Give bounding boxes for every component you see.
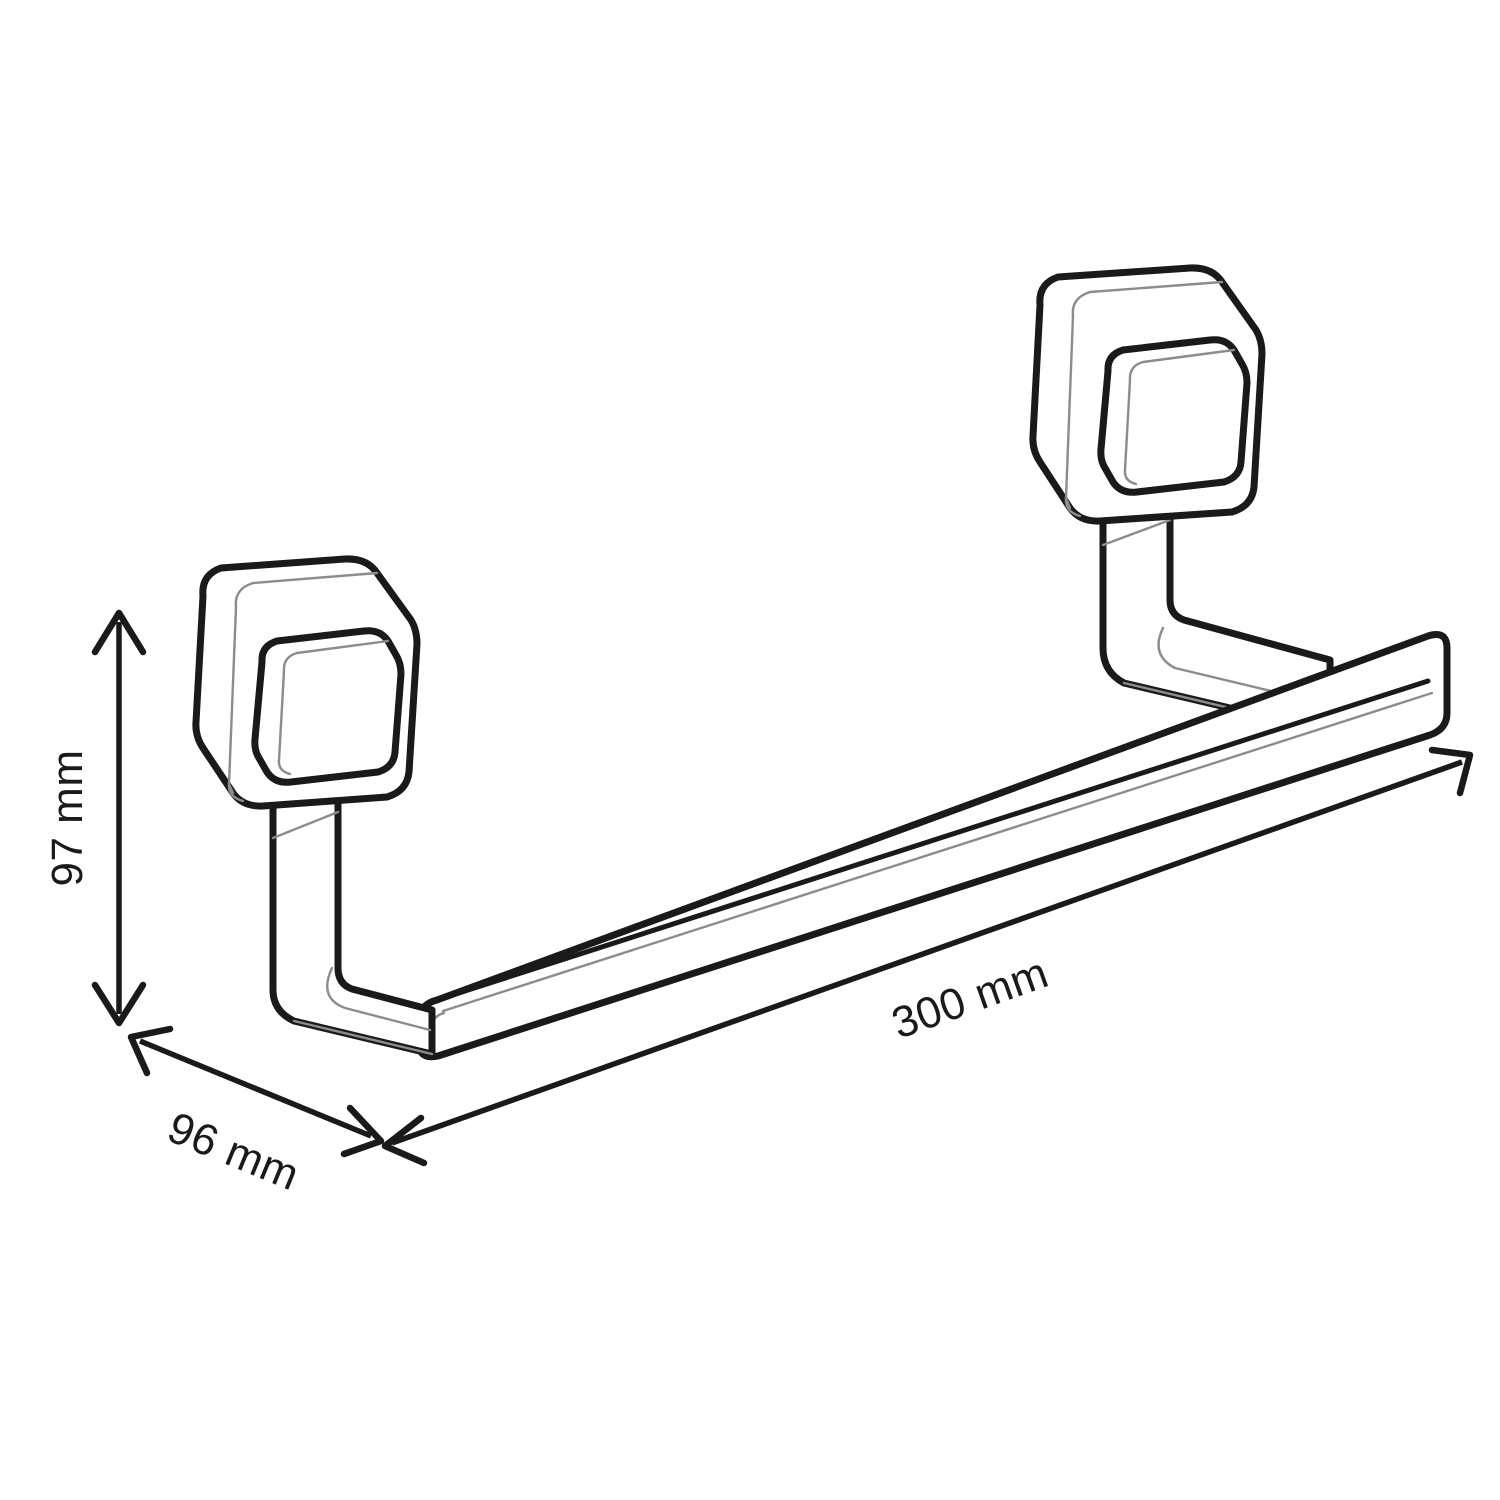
- right-cap-left-inner: [1123, 378, 1138, 486]
- right-cap-outline: [1097, 336, 1251, 496]
- right-cover-cap: [1097, 336, 1251, 496]
- right-mount-assembly: [1029, 264, 1334, 726]
- depth-dim-line: [138, 1038, 373, 1139]
- left-cap-left-inner: [277, 669, 292, 776]
- left-cover-cap: [251, 627, 405, 786]
- rail-top-face-inner-edge: [441, 691, 1434, 1013]
- height-dim-label: 97 mm: [43, 750, 92, 887]
- left-arm-inner-elbow: [326, 966, 432, 1032]
- right-cap-top-inner: [1128, 348, 1236, 382]
- left-plate-corner-inner: [227, 782, 235, 795]
- left-arm-fold-line: [271, 810, 340, 840]
- length-arrow-lower-left: [381, 1114, 428, 1167]
- right-arm-fold-line: [1101, 518, 1172, 547]
- dimension-height: 97 mm: [43, 609, 147, 1027]
- rail-top-face-edge: [434, 678, 1431, 1003]
- right-plate-corner-inner: [1064, 496, 1072, 510]
- depth-arrow-upper-left: [127, 1025, 174, 1077]
- left-mount-assembly: [192, 555, 436, 1058]
- length-arrow-upper-right: [1428, 746, 1474, 797]
- left-plate-top-inner: [234, 571, 379, 609]
- left-arm-inner-edge: [292, 1019, 434, 1056]
- left-cap-top-inner: [282, 639, 390, 673]
- right-plate-top-inner: [1071, 280, 1224, 318]
- height-arrow-bottom: [91, 981, 147, 1027]
- length-dim-line: [391, 759, 1463, 1146]
- height-arrow-top: [91, 609, 147, 656]
- left-cap-outline: [251, 627, 405, 786]
- depth-arrow-lower-right: [340, 1104, 385, 1158]
- right-arm-inner-elbow: [1157, 626, 1302, 700]
